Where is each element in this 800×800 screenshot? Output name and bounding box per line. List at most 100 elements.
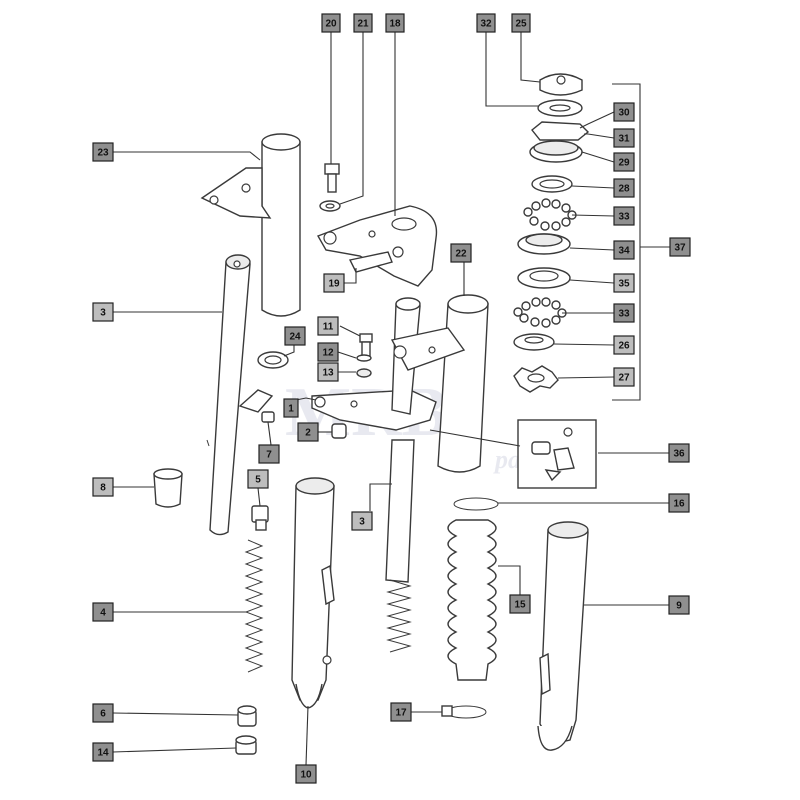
rubber-boot: [447, 519, 497, 681]
callout-box: [390, 702, 412, 722]
steering-lock-kit: [517, 419, 597, 489]
callout-box: [353, 13, 373, 33]
callout-label-6: 6: [92, 703, 114, 723]
bush-part: [153, 468, 183, 508]
callout-number: 17: [395, 708, 407, 719]
callout-box: [613, 206, 635, 226]
callout-label-33a: 33: [613, 206, 635, 226]
adjuster-screw: [237, 705, 257, 727]
callout-box: [668, 595, 690, 615]
callout-label-13: 13: [317, 362, 339, 382]
top-washer: [319, 200, 341, 212]
callout-box: [317, 362, 339, 382]
left-spring: [244, 539, 264, 673]
callout-number: 18: [389, 19, 401, 30]
callout-number: 3: [359, 517, 365, 528]
right-upper-tube: [437, 294, 489, 473]
callout-box: [317, 316, 339, 336]
callout-number: 20: [325, 19, 337, 30]
callout-label-21: 21: [353, 13, 373, 33]
callout-label-28: 28: [613, 178, 635, 198]
ball-ring-upper: [523, 198, 577, 231]
callout-box: [385, 13, 405, 33]
callout-number: 22: [455, 249, 467, 260]
callout-label-18: 18: [385, 13, 405, 33]
callout-box: [613, 128, 635, 148]
callout-box: [511, 13, 531, 33]
callout-label-3a: 3: [92, 302, 114, 322]
callout-box: [668, 493, 690, 513]
callout-label-10: 10: [295, 764, 317, 784]
callout-box: [351, 511, 373, 531]
callout-label-19: 19: [323, 273, 345, 293]
callout-label-15: 15: [509, 594, 531, 614]
callout-number: 11: [323, 322, 334, 333]
callout-box: [509, 594, 531, 614]
callout-box: [317, 342, 339, 362]
callout-number: 7: [266, 450, 272, 461]
callout-label-30: 30: [613, 102, 635, 122]
callout-box: [613, 240, 635, 260]
yoke-plate: [348, 251, 393, 273]
callout-box: [258, 444, 280, 464]
callout-box: [295, 764, 317, 784]
callout-box: [321, 13, 341, 33]
callout-label-37: 37: [669, 237, 691, 257]
callout-number: 34: [618, 246, 630, 257]
callout-number: 10: [300, 770, 312, 781]
callout-label-5: 5: [247, 469, 269, 489]
callout-number: 13: [322, 368, 334, 379]
callout-box: [613, 303, 635, 323]
pinch-washer: [356, 354, 372, 362]
ball-ring-lower: [513, 297, 567, 328]
callout-label-3b: 3: [351, 511, 373, 531]
callout-number: 19: [328, 279, 340, 290]
callout-label-33b: 33: [613, 303, 635, 323]
callout-number: 33: [618, 309, 630, 320]
callout-number: 37: [674, 243, 686, 254]
callout-number: 15: [514, 600, 526, 611]
damper-valve: [251, 505, 269, 531]
callout-label-11: 11: [317, 316, 339, 336]
callout-number: 35: [618, 279, 630, 290]
callout-label-24: 24: [284, 326, 306, 346]
callout-label-23: 23: [92, 142, 114, 162]
callout-box: [613, 152, 635, 172]
callout-number: 16: [673, 499, 685, 510]
callout-number: 30: [618, 108, 630, 119]
callout-number: 21: [357, 19, 369, 30]
callout-label-2: 2: [297, 422, 319, 442]
callout-number: 26: [618, 341, 630, 352]
callout-number: 4: [100, 608, 106, 619]
callout-label-8: 8: [92, 477, 114, 497]
callout-label-25: 25: [511, 13, 531, 33]
callout-label-22: 22: [450, 243, 472, 263]
callout-number: 23: [97, 148, 109, 159]
callout-number: 3: [100, 308, 106, 319]
pinch-nut: [356, 368, 372, 378]
callout-box: [613, 102, 635, 122]
callout-number: 25: [515, 19, 527, 30]
seal-ring: [257, 351, 289, 369]
callout-label-9: 9: [668, 595, 690, 615]
callout-box: [247, 469, 269, 489]
callout-number: 33: [618, 212, 630, 223]
left-bracket: [238, 389, 274, 413]
callout-label-16: 16: [668, 493, 690, 513]
callout-box: [283, 398, 299, 418]
callout-number: 31: [618, 134, 630, 145]
bearing-stack: [513, 73, 590, 393]
callout-number: 29: [618, 158, 630, 169]
callout-label-14: 14: [92, 742, 114, 762]
callout-number: 32: [480, 19, 492, 30]
callout-box: [476, 13, 496, 33]
callout-box: [284, 326, 306, 346]
callout-number: 9: [676, 601, 682, 612]
callout-label-35: 35: [613, 273, 635, 293]
left-upper-tube: [200, 133, 301, 317]
callout-number: 5: [255, 475, 261, 486]
bottom-yoke: [311, 297, 466, 431]
callout-box: [323, 273, 345, 293]
top-bolt: [324, 163, 340, 193]
small-clip: [261, 411, 275, 423]
